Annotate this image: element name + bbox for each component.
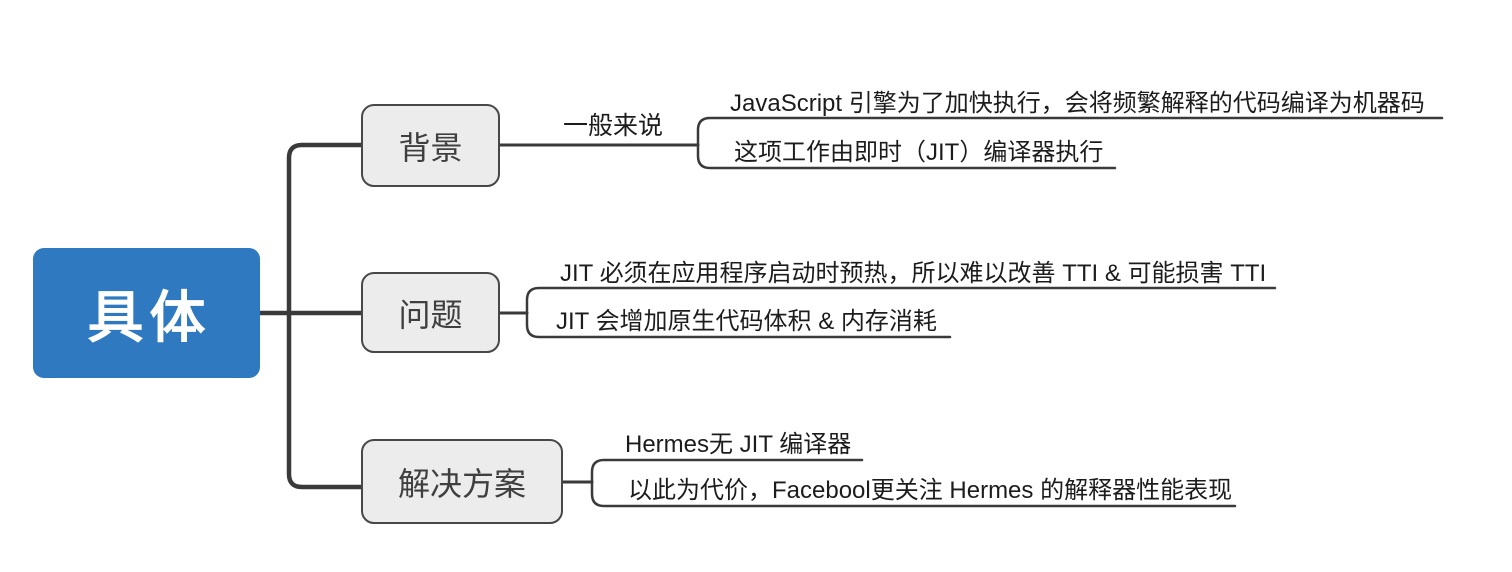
subtopic-hermes-interpreter-performance[interactable]: 以此为代价，Facebool更关注 Hermes 的解释器性能表现	[628, 477, 1233, 504]
subtopic-jit-memory-size[interactable]: JIT 会增加原生代码体积 & 内存消耗	[556, 308, 937, 335]
subtopic-jit-compiler-does-work[interactable]: 这项工作由即时（JIT）编译器执行	[734, 139, 1104, 166]
subtopic-hermes-no-jit[interactable]: Hermes无 JIT 编译器	[625, 431, 852, 458]
trunk-rail-line	[286, 142, 364, 490]
root-topic[interactable]: 具体	[33, 248, 260, 378]
branch-topic-solution[interactable]: 解决方案	[361, 439, 563, 524]
branch-topic-problem[interactable]: 问题	[361, 272, 500, 353]
edge-label-generally-speaking[interactable]: 一般来说	[562, 112, 663, 140]
subtopic-js-engine-compiles[interactable]: JavaScript 引擎为了加快执行，会将频繁解释的代码编译为机器码	[730, 90, 1425, 117]
branch-topic-background[interactable]: 背景	[361, 104, 500, 187]
subtopic-jit-warmup-tti[interactable]: JIT 必须在应用程序启动时预热，所以难以改善 TTI & 可能损害 TTI	[560, 260, 1267, 287]
